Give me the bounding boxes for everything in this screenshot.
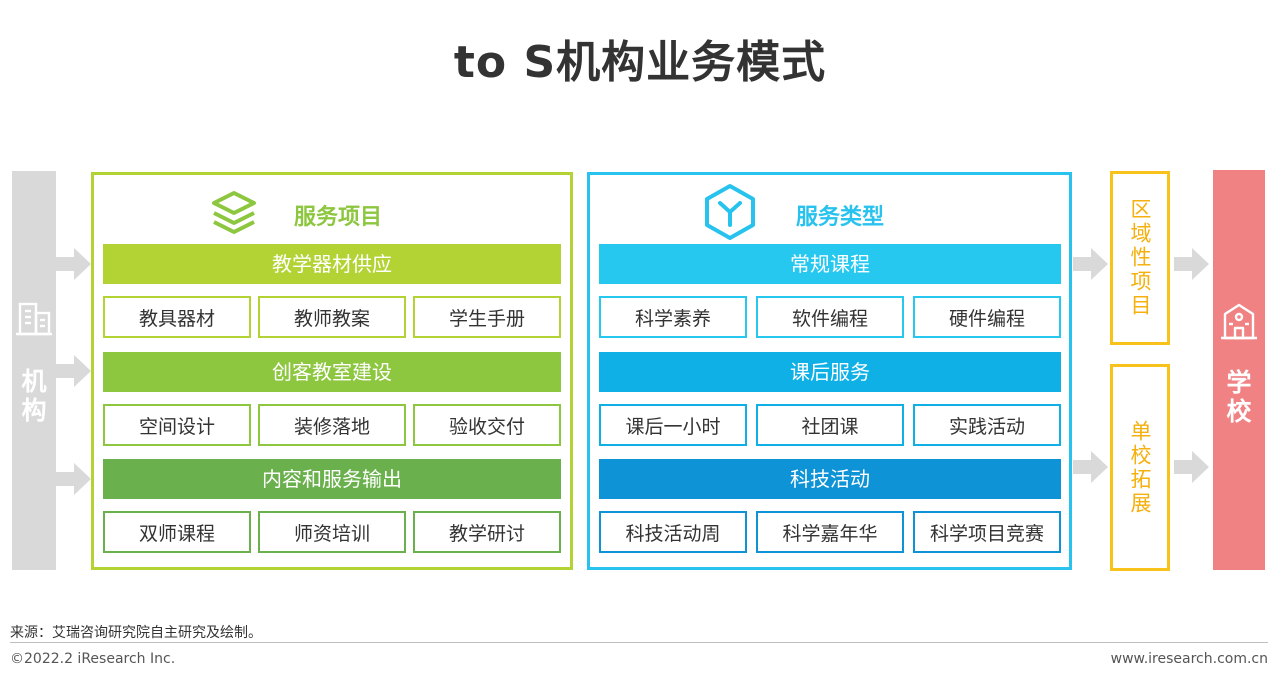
service-items-heading: 服务项目 <box>294 205 383 230</box>
org-label: 机构 <box>21 367 47 425</box>
item-cell: 软件编程 <box>756 296 904 338</box>
item-cell: 双师课程 <box>103 511 251 553</box>
arrow-right-icon <box>56 355 91 387</box>
school-building-icon <box>1221 303 1257 340</box>
section-bar: 教学器材供应 <box>103 244 561 284</box>
hexagon-y-icon <box>705 184 755 240</box>
section-cells: 空间设计 装修落地 验收交付 <box>103 404 561 446</box>
item-cell: 硬件编程 <box>913 296 1061 338</box>
copyright: ©2022.2 iResearch Inc. <box>10 651 176 667</box>
item-cell: 学生手册 <box>413 296 561 338</box>
item-cell: 科技活动周 <box>599 511 747 553</box>
item-cell: 科学素养 <box>599 296 747 338</box>
section-bar: 科技活动 <box>599 459 1061 499</box>
item-cell: 课后一小时 <box>599 404 747 446</box>
section-cells: 教具器材 教师教案 学生手册 <box>103 296 561 338</box>
section-bar: 常规课程 <box>599 244 1061 284</box>
arrow-right-icon <box>56 248 91 280</box>
item-cell: 师资培训 <box>258 511 406 553</box>
item-cell: 教学研讨 <box>413 511 561 553</box>
service-items-panel: 服务项目 教学器材供应 教具器材 教师教案 学生手册 创客教室建设 空间设计 装… <box>91 172 573 570</box>
section-bar: 课后服务 <box>599 352 1061 392</box>
item-cell: 装修落地 <box>258 404 406 446</box>
arrow-right-icon <box>1174 451 1209 483</box>
arrow-right-icon <box>1073 248 1108 280</box>
arrow-right-icon <box>56 463 91 495</box>
section-cells: 双师课程 师资培训 教学研讨 <box>103 511 561 553</box>
item-cell: 实践活动 <box>913 404 1061 446</box>
section-bar: 创客教室建设 <box>103 352 561 392</box>
website-link: www.iresearch.com.cn <box>1110 651 1268 667</box>
service-types-heading: 服务类型 <box>796 205 885 230</box>
item-cell: 空间设计 <box>103 404 251 446</box>
regional-project-tag: 区域性项目 <box>1110 171 1170 345</box>
section-cells: 课后一小时 社团课 实践活动 <box>599 404 1061 446</box>
org-column: 机构 <box>12 171 56 570</box>
section-bar: 内容和服务输出 <box>103 459 561 499</box>
item-cell: 社团课 <box>756 404 904 446</box>
source-note: 来源：艾瑞咨询研究院自主研究及绘制。 <box>10 625 262 641</box>
item-cell: 科学嘉年华 <box>756 511 904 553</box>
single-school-tag: 单校拓展 <box>1110 364 1170 571</box>
arrow-right-icon <box>1174 248 1209 280</box>
service-types-panel: 服务类型 常规课程 科学素养 软件编程 硬件编程 课后服务 课后一小时 社团课 … <box>587 172 1072 570</box>
section-cells: 科技活动周 科学嘉年华 科学项目竞赛 <box>599 511 1061 553</box>
item-cell: 验收交付 <box>413 404 561 446</box>
footer-divider <box>10 642 1268 643</box>
section-cells: 科学素养 软件编程 硬件编程 <box>599 296 1061 338</box>
service-items-header: 服务项目 <box>94 183 570 239</box>
item-cell: 教具器材 <box>103 296 251 338</box>
single-school-label: 单校拓展 <box>1128 419 1152 516</box>
service-types-header: 服务类型 <box>590 183 1069 240</box>
layers-icon <box>212 191 256 234</box>
building-icon <box>16 302 52 336</box>
item-cell: 教师教案 <box>258 296 406 338</box>
arrow-right-icon <box>1073 451 1108 483</box>
school-label: 学校 <box>1226 368 1252 426</box>
item-cell: 科学项目竞赛 <box>913 511 1061 553</box>
page-title: to S机构业务模式 <box>453 37 827 88</box>
regional-project-label: 区域性项目 <box>1128 198 1152 318</box>
school-column: 学校 <box>1213 170 1265 570</box>
